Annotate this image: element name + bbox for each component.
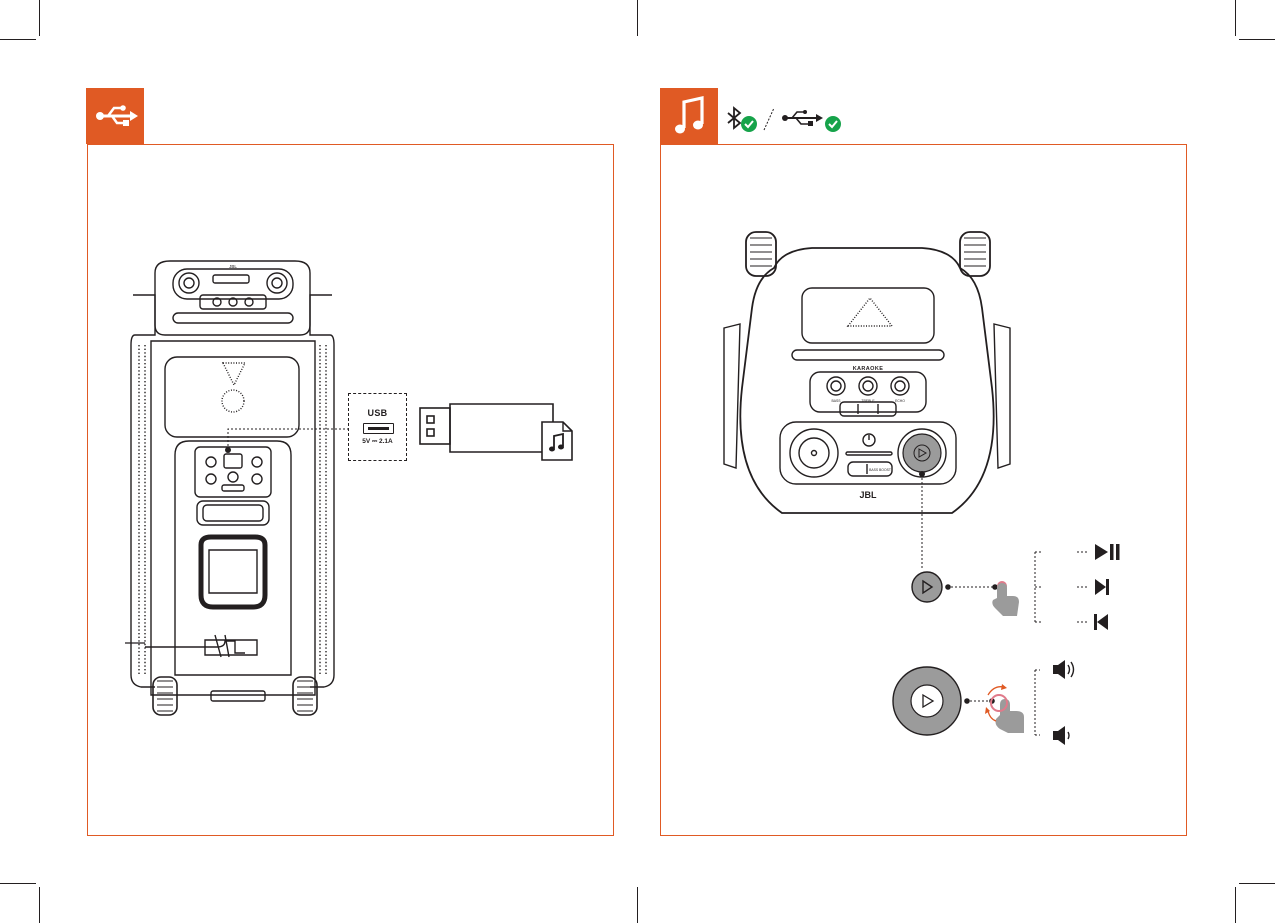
source-indicators [724, 102, 864, 136]
crop-mark [1239, 883, 1275, 884]
play-button [912, 572, 942, 602]
volume-up-icon [1053, 660, 1074, 679]
music-section-badge [660, 88, 718, 144]
volume-control-diagram [890, 655, 1100, 755]
crop-mark [39, 887, 40, 923]
speaker-front-illustration: KARAOKE BASS TREBLE ECHO BASS BOOST JBL [722, 228, 1012, 528]
usb-icon [86, 88, 144, 144]
music-note-icon [660, 88, 718, 144]
next-track-icon [1095, 579, 1109, 595]
usb-callout-leader [225, 425, 355, 455]
center-crop-mark [637, 887, 638, 923]
finger-rotate-icon [985, 684, 1024, 733]
usb-port-callout: USB 5V ⎓ 2.1A [348, 393, 407, 461]
check-circle-icon [825, 116, 841, 132]
crop-mark [0, 39, 36, 40]
usb-icon [782, 110, 823, 126]
usb-port-spec: 5V ⎓ 2.1A [349, 438, 406, 446]
center-crop-mark [637, 0, 638, 36]
volume-down-icon [1053, 726, 1069, 745]
top-brand-label: JBL [229, 264, 237, 269]
crop-mark [1239, 39, 1275, 40]
tap-control-diagram [905, 540, 1145, 640]
usb-port-title: USB [349, 408, 406, 418]
knob-label: ECHO [895, 399, 905, 403]
bluetooth-icon [728, 108, 740, 128]
play-pause-icon [1095, 544, 1120, 560]
party-speaker-illustration: JBL [125, 255, 340, 725]
play-button-on-speaker [903, 434, 941, 472]
previous-track-icon [1094, 614, 1108, 630]
karaoke-label: KARAOKE [853, 366, 884, 372]
check-circle-icon [741, 116, 757, 132]
crop-mark [1235, 887, 1236, 923]
crop-mark [0, 883, 36, 884]
music-file-icon [542, 422, 572, 460]
bass-boost-label: BASS BOOST [869, 468, 891, 472]
crop-mark [1235, 0, 1236, 36]
crop-mark [39, 0, 40, 36]
usb-section-badge [86, 88, 144, 144]
usb-port-icon [363, 423, 394, 434]
brand-logo: JBL [859, 490, 877, 500]
usb-flash-drive [418, 396, 578, 466]
knob-label: BASS [831, 399, 841, 403]
